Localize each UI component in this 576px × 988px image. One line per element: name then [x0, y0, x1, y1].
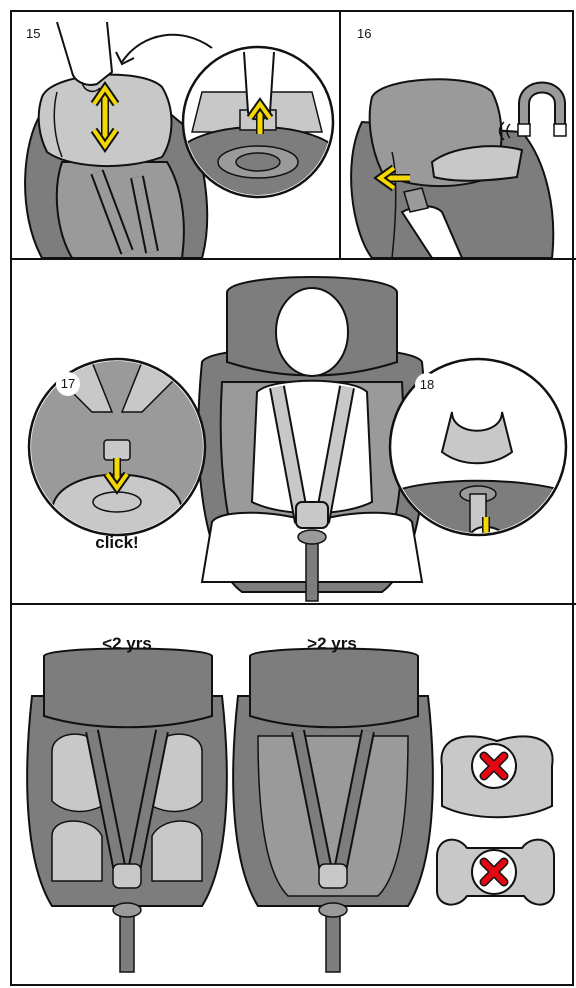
step-16-panel	[342, 12, 574, 258]
seat-under-2	[27, 649, 227, 973]
step-15-number: 15	[26, 26, 40, 41]
click-label: click!	[77, 533, 157, 553]
red-cross-icon	[472, 850, 516, 894]
divider-top	[10, 258, 576, 260]
step-16-illustration	[342, 12, 574, 258]
age-label-over-2: >2 yrs	[272, 634, 392, 654]
step-17-number: 17	[56, 372, 80, 396]
body-insert	[437, 840, 554, 905]
divider-middle	[10, 603, 576, 605]
head-insert	[441, 736, 552, 817]
step-15-illustration	[12, 12, 338, 258]
step-16-number: 16	[357, 26, 371, 41]
seat-comparison-illustration	[12, 606, 574, 984]
age-label-under-2: <2 yrs	[67, 634, 187, 654]
age-comparison-panel	[12, 606, 574, 984]
red-cross-icon	[472, 744, 516, 788]
divider-vertical	[339, 10, 341, 258]
seat-over-2	[233, 649, 433, 973]
step-15-panel	[12, 12, 338, 258]
step-18-number: 18	[415, 373, 439, 397]
